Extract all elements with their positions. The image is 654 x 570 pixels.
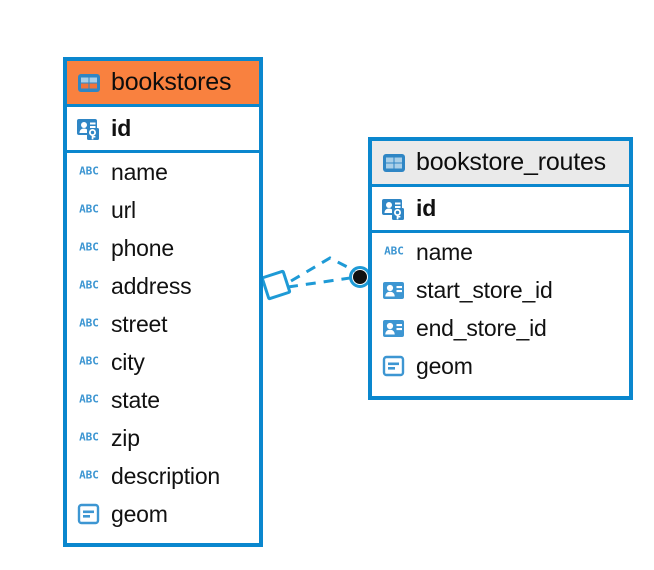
- entity-header-bookstores[interactable]: bookstores: [67, 61, 259, 107]
- relationship-line-upper: [290, 256, 356, 283]
- svg-text:ABC: ABC: [79, 317, 99, 330]
- svg-text:ABC: ABC: [79, 469, 99, 482]
- diamond-outline-icon: [260, 269, 292, 301]
- table-grid-icon: [76, 70, 102, 96]
- abc-text-icon: ABC: [381, 239, 407, 265]
- field-row-url[interactable]: ABC url: [67, 191, 259, 229]
- field-label: city: [111, 348, 145, 375]
- field-label: url: [111, 196, 136, 223]
- field-row-end-store-id[interactable]: end_store_id: [372, 309, 629, 347]
- field-list-bookstores: id ABC name ABC url: [67, 107, 259, 533]
- abc-text-icon: ABC: [76, 387, 102, 413]
- filled-circle-icon: [349, 266, 371, 288]
- abc-text-icon: ABC: [76, 159, 102, 185]
- abc-text-icon: ABC: [76, 273, 102, 299]
- field-row-zip[interactable]: ABC zip: [67, 419, 259, 457]
- field-label: address: [111, 272, 192, 299]
- foreign-key-icon: [381, 277, 407, 303]
- abc-text-icon: ABC: [76, 311, 102, 337]
- field-label: phone: [111, 234, 174, 261]
- field-row-description[interactable]: ABC description: [67, 457, 259, 495]
- field-label: end_store_id: [416, 314, 547, 341]
- field-row-street[interactable]: ABC street: [67, 305, 259, 343]
- entity-title: bookstore_routes: [416, 148, 606, 176]
- primary-key-icon: [76, 116, 102, 142]
- abc-text-icon: ABC: [76, 235, 102, 261]
- svg-text:ABC: ABC: [79, 355, 99, 368]
- geometry-icon: [76, 501, 102, 527]
- relationship-line-lower: [287, 275, 358, 289]
- field-label: description: [111, 462, 221, 489]
- abc-text-icon: ABC: [76, 425, 102, 451]
- field-label: street: [111, 310, 168, 337]
- field-label: zip: [111, 424, 140, 451]
- field-row-address[interactable]: ABC address: [67, 267, 259, 305]
- field-row-start-store-id[interactable]: start_store_id: [372, 271, 629, 309]
- abc-text-icon: ABC: [76, 349, 102, 375]
- field-row-state[interactable]: ABC state: [67, 381, 259, 419]
- svg-text:ABC: ABC: [384, 245, 404, 258]
- abc-text-icon: ABC: [76, 197, 102, 223]
- field-row-name[interactable]: ABC name: [67, 153, 259, 191]
- entity-table-bookstores[interactable]: bookstores id: [63, 57, 263, 547]
- entity-title: bookstores: [111, 68, 232, 96]
- field-row-city[interactable]: ABC city: [67, 343, 259, 381]
- field-label: name: [416, 238, 473, 265]
- field-label: name: [111, 158, 168, 185]
- field-row-geom[interactable]: geom: [372, 347, 629, 385]
- field-row-id[interactable]: id: [67, 107, 259, 153]
- entity-header-bookstore-routes[interactable]: bookstore_routes: [372, 141, 629, 187]
- abc-text-icon: ABC: [76, 463, 102, 489]
- field-label: id: [416, 195, 437, 221]
- svg-text:ABC: ABC: [79, 431, 99, 444]
- field-label: state: [111, 386, 160, 413]
- svg-text:ABC: ABC: [79, 241, 99, 254]
- svg-text:ABC: ABC: [79, 203, 99, 216]
- svg-text:ABC: ABC: [79, 279, 99, 292]
- foreign-key-icon: [381, 315, 407, 341]
- entity-table-bookstore-routes[interactable]: bookstore_routes: [368, 137, 633, 400]
- field-list-bookstore-routes: id ABC name: [372, 187, 629, 385]
- field-label: geom: [111, 500, 168, 527]
- field-row-name[interactable]: ABC name: [372, 233, 629, 271]
- field-row-id[interactable]: id: [372, 187, 629, 233]
- field-label: id: [111, 115, 132, 141]
- svg-text:ABC: ABC: [79, 393, 99, 406]
- field-label: start_store_id: [416, 276, 553, 303]
- field-label: geom: [416, 352, 473, 379]
- table-grid-icon: [381, 150, 407, 176]
- svg-text:ABC: ABC: [79, 165, 99, 178]
- field-row-phone[interactable]: ABC phone: [67, 229, 259, 267]
- geometry-icon: [381, 353, 407, 379]
- field-row-geom[interactable]: geom: [67, 495, 259, 533]
- primary-key-icon: [381, 196, 407, 222]
